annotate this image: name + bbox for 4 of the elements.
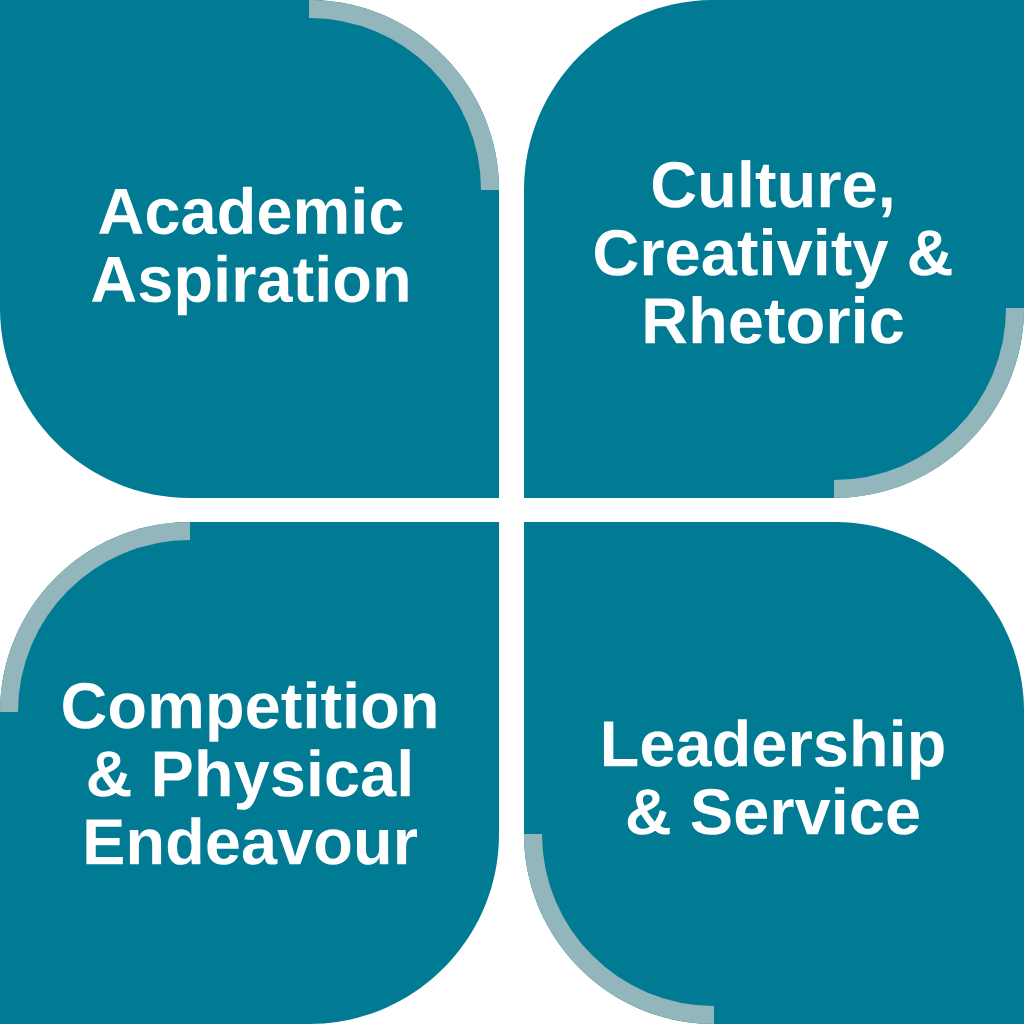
rounded-tile: Leadership & Service: [524, 522, 1024, 1024]
rounded-tile: Academic Aspiration: [0, 0, 499, 498]
rounded-tile: Competition & Physical Endeavour: [0, 522, 499, 1024]
rounded-tile: Culture, Creativity & Rhetoric: [524, 0, 1024, 498]
